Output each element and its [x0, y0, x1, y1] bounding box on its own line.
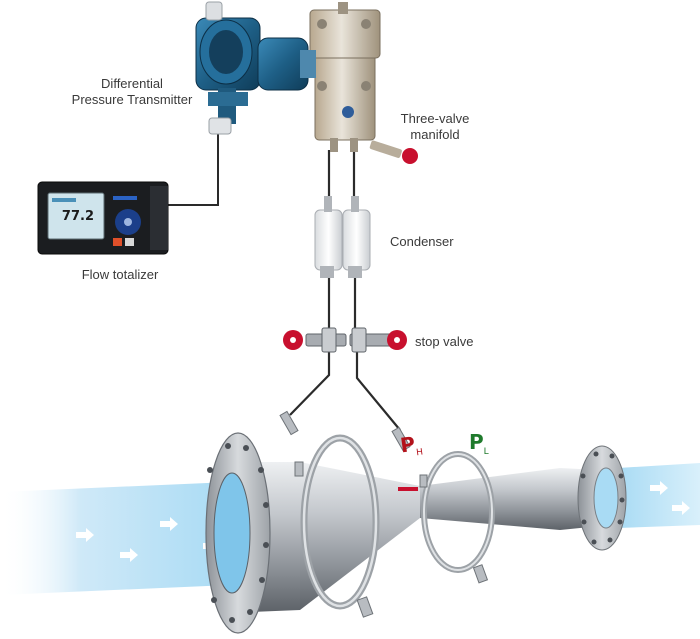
- label-transmitter-line2: Pressure Transmitter: [71, 92, 193, 107]
- high-pressure-port-label: PH: [398, 431, 424, 466]
- label-manifold: Three-valve manifold: [390, 111, 480, 143]
- stop-valves: [283, 327, 407, 353]
- label-transmitter-line1: Differential: [101, 76, 163, 91]
- label-transmitter: Differential Pressure Transmitter: [62, 76, 202, 108]
- fluid-flow-stream: [0, 463, 700, 595]
- p-low-sub: L: [483, 447, 489, 457]
- totalizer-reading: 77.2: [61, 209, 94, 224]
- flow-totalizer: [37, 181, 169, 255]
- lcd-screen: [47, 192, 105, 240]
- p-low-letter: P: [469, 430, 484, 454]
- label-stop-valve: stop valve: [415, 334, 474, 349]
- pressure-tap-fittings: [279, 410, 489, 618]
- three-valve-manifold: [309, 2, 418, 164]
- inlet-flange: [205, 432, 271, 634]
- pressure-averaging-rings: [300, 434, 495, 610]
- signal-cable: [165, 130, 219, 206]
- pressure-transmitter: [195, 1, 316, 135]
- impulse-lines: [289, 150, 401, 431]
- label-manifold-line2: manifold: [410, 127, 460, 142]
- label-condenser: Condenser: [390, 234, 454, 249]
- label-flow-totalizer: Flow totalizer: [81, 267, 159, 282]
- manifold-handle-icon: [402, 148, 418, 164]
- condensers: [314, 196, 371, 278]
- outlet-flange: [577, 445, 627, 551]
- venturi-tube: [205, 410, 627, 634]
- low-pressure-port-label: PL: [469, 432, 489, 462]
- p-high-letter: P: [398, 431, 417, 458]
- label-manifold-line1: Three-valve: [400, 111, 470, 126]
- flow-direction-tag: [398, 487, 418, 491]
- p-high-sub: H: [415, 447, 424, 459]
